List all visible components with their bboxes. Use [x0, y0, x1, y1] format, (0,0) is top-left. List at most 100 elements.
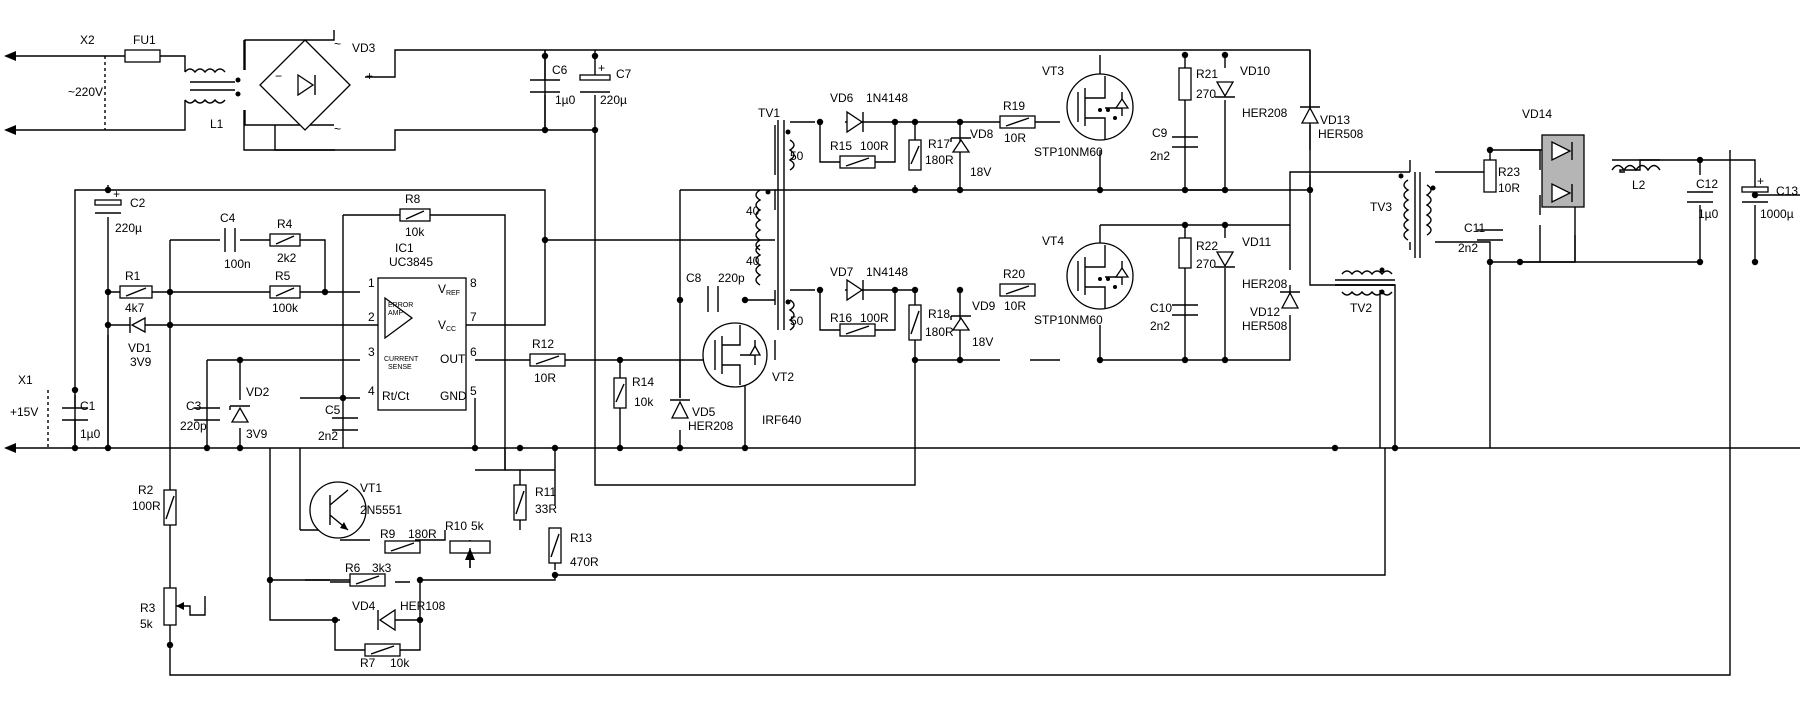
resistor-r6: R6 3k3: [345, 561, 392, 587]
r7-value: 10k: [390, 656, 410, 670]
vd4-value: HER108: [400, 599, 446, 613]
ic-uc3845: IC1 UC3845 ERROR AMP CURRENT SENSE 1 2 3…: [368, 241, 477, 411]
c13-plus: +: [1757, 174, 1764, 188]
vd8-value: 18V: [970, 165, 991, 179]
diode-vd13: VD13 HER508: [1300, 106, 1364, 141]
c1-value: 1µ0: [80, 427, 101, 441]
diode-vd1: VD1 3V9: [128, 316, 152, 369]
r15-value: 100R: [860, 139, 889, 153]
capacitor-c2: + C2 220µ: [94, 187, 146, 235]
c1-ref: C1: [80, 399, 96, 413]
ic-vcc-sub: CC: [446, 326, 456, 333]
choke-l1: L1: [184, 68, 241, 131]
fuse-fu1: FU1: [124, 33, 161, 63]
r15-ref: R15: [830, 139, 852, 153]
r20-ref: R20: [1003, 267, 1025, 281]
r5-value: 100k: [272, 301, 299, 315]
capacitor-c8: C8 220p: [686, 271, 745, 312]
vd7-value: 1N4148: [866, 265, 908, 279]
ic-pin8-num: 8: [470, 276, 477, 290]
wiring: [12, 30, 1800, 676]
ic-pin3-num: 3: [368, 345, 375, 359]
resistor-r2: R2 100R: [132, 483, 177, 526]
resistor-r9: R9 180R: [380, 527, 437, 554]
tv1-turns-p1: 40: [746, 204, 760, 218]
r4-ref: R4: [277, 217, 293, 231]
r22-ref: R22: [1196, 239, 1218, 253]
r3-ref: R3: [140, 601, 156, 615]
c6-ref: C6: [552, 63, 568, 77]
vd6-value: 1N4148: [866, 91, 908, 105]
vd3-plus: +: [366, 69, 373, 83]
ic-part: UC3845: [389, 255, 433, 269]
ic-vref-sub: REF: [446, 290, 460, 297]
vt1-value: 2N5551: [360, 503, 402, 517]
r10-ref: R10: [445, 519, 467, 533]
c2-value: 220µ: [115, 221, 142, 235]
c5-value: 2n2: [318, 429, 338, 443]
r14-value: 10k: [634, 395, 654, 409]
zener-vd9: VD9 18V: [950, 299, 996, 349]
r23-value: 10R: [1498, 181, 1520, 195]
c12-value: 1µ0: [1698, 207, 1719, 221]
c8-value: 220p: [718, 271, 745, 285]
diode-vd6: VD6 1N4148: [830, 91, 908, 134]
terminal-x1-voltage: +15V: [10, 405, 38, 419]
resistor-r7: R7 10k: [360, 643, 410, 670]
capacitor-c3: C3 220p: [180, 399, 220, 433]
ic-pin1-num: 1: [368, 276, 375, 290]
mosfet-vt3: VT3 STP10NM60: [1034, 64, 1134, 159]
r8-ref: R8: [405, 192, 421, 206]
tv1-turns-p2: 40: [746, 254, 760, 268]
vt3-value: STP10NM60: [1034, 145, 1103, 159]
capacitor-c5: C5 2n2: [318, 403, 358, 443]
terminal-x2-voltage: ~220V: [68, 85, 103, 99]
ic-pin5-num: 5: [470, 384, 477, 398]
tv2-ref: TV2: [1350, 301, 1372, 315]
vd10-ref: VD10: [1240, 64, 1270, 78]
c7-plus: +: [598, 61, 605, 75]
c11-value: 2n2: [1458, 241, 1478, 255]
vt4-ref: VT4: [1042, 234, 1064, 248]
resistor-r20: R20 10R: [999, 267, 1036, 313]
capacitor-c7: + C7 220µ: [579, 61, 632, 107]
r20-value: 10R: [1004, 299, 1026, 313]
r16-value: 100R: [860, 311, 889, 325]
zener-vd2: VD2 3V9: [229, 385, 270, 441]
r23-ref: R23: [1498, 165, 1520, 179]
vd2-ref: VD2: [246, 385, 270, 399]
transistor-vt1: VT1 2N5551: [309, 481, 402, 539]
vt4-value: STP10NM60: [1034, 313, 1103, 327]
transformer-tv2: TV2: [1335, 267, 1395, 315]
vd14-ref: VD14: [1522, 107, 1552, 121]
terminal-x1-name: X1: [18, 373, 33, 387]
potentiometer-r3: R3 5k: [140, 587, 206, 631]
resistor-r1: R1 4k7: [119, 269, 153, 315]
vd12-ref: VD12: [1250, 305, 1280, 319]
ic-pin6-num: 6: [470, 345, 477, 359]
resistor-r8: R8 10k: [399, 192, 431, 239]
r18-ref: R18: [928, 307, 950, 321]
resistor-r19: R19 10R: [999, 99, 1036, 145]
diode-vd4: VD4 HER108: [352, 599, 446, 632]
resistor-r5: R5 100k: [269, 269, 301, 315]
resistor-r17: R17 180R: [908, 137, 954, 171]
r18-value: 180R: [925, 325, 954, 339]
ic-cursense-1: CURRENT: [384, 356, 419, 363]
ic-ref: IC1: [395, 241, 414, 255]
r11-ref: R11: [535, 485, 556, 499]
capacitor-c4: C4 100n: [220, 211, 251, 271]
r13-ref: R13: [570, 531, 592, 545]
diode-module-vd14: VD14: [1522, 107, 1585, 208]
c7-value: 220µ: [600, 93, 627, 107]
vd2-value: 3V9: [246, 427, 268, 441]
diode-vd5: VD5 HER208: [670, 399, 734, 433]
r4-value: 2k2: [277, 251, 297, 265]
vd5-value: HER208: [688, 419, 734, 433]
r11-value: 33R: [535, 502, 557, 516]
resistor-r15: R15 100R: [830, 139, 889, 169]
ic-pin4-num: 4: [368, 384, 375, 398]
terminal-x2: X2 ~220V: [4, 33, 106, 135]
tv1-turns-s2: 50: [790, 314, 804, 328]
r6-ref: R6: [345, 561, 361, 575]
